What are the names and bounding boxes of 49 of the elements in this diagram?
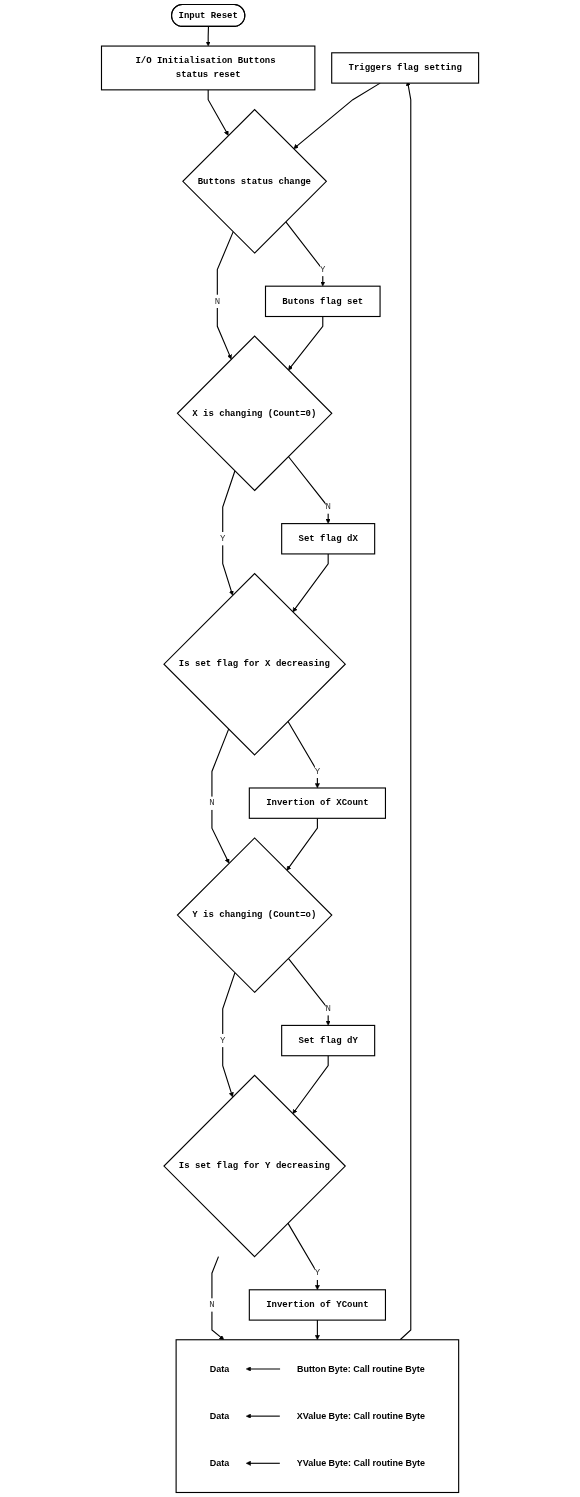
arrow bbox=[207, 89, 229, 136]
arrow bbox=[211, 1256, 225, 1340]
node-box: I/O Initialisation Buttons status reset bbox=[100, 45, 316, 91]
edge-label: Y bbox=[219, 533, 226, 544]
arrow bbox=[314, 1319, 320, 1340]
arrow bbox=[287, 455, 331, 524]
edge-label: N bbox=[325, 1003, 331, 1014]
arrow bbox=[288, 315, 324, 371]
edge-label: N bbox=[325, 501, 331, 513]
edge-label: N bbox=[209, 798, 215, 809]
node-text: Button Byte: Call routine Byte bbox=[296, 1363, 425, 1374]
node-box: Butons flag set bbox=[264, 285, 381, 318]
arrow bbox=[245, 1366, 281, 1372]
node-text: YValue Byte: Call routine Byte bbox=[296, 1458, 425, 1468]
edge-label: Y bbox=[219, 1035, 226, 1046]
arrow bbox=[287, 720, 320, 789]
node-diamond: Is set flag for Y decreasing bbox=[163, 1074, 346, 1258]
arrow bbox=[222, 470, 236, 596]
arrow bbox=[216, 231, 234, 360]
arrow bbox=[287, 957, 331, 1026]
node-diamond: X is changing (Count=0) bbox=[176, 335, 333, 492]
arrow bbox=[292, 553, 329, 613]
arrow bbox=[286, 817, 318, 871]
cluster bbox=[175, 1339, 460, 1494]
edge-label: Y bbox=[314, 766, 321, 777]
node-diamond: Buttons status change bbox=[182, 108, 328, 254]
arrow bbox=[292, 1055, 329, 1114]
node-diamond: Y is changing (Count=o) bbox=[176, 837, 333, 994]
edge-label: N bbox=[214, 296, 220, 307]
arrow bbox=[205, 26, 211, 47]
node-box: Set flag dY bbox=[281, 1024, 376, 1057]
edge-label: Y bbox=[314, 1268, 321, 1279]
node-box: Invertion of XCount bbox=[248, 787, 386, 819]
node-box: Set flag dX bbox=[281, 523, 376, 555]
arrow bbox=[293, 82, 381, 149]
node-text: Data bbox=[209, 1458, 230, 1468]
edge-label: N bbox=[209, 1299, 215, 1310]
arrow bbox=[245, 1413, 281, 1419]
arrow bbox=[285, 221, 326, 287]
arrow bbox=[222, 972, 236, 1098]
node-text: XValue Byte: Call routine Byte bbox=[296, 1411, 425, 1421]
node-text: Data bbox=[209, 1363, 230, 1374]
arrow bbox=[287, 1222, 320, 1290]
node-box: Triggers flag setting bbox=[331, 52, 480, 84]
edge-label: Y bbox=[320, 264, 326, 275]
node-box: Invertion of YCount bbox=[248, 1289, 386, 1321]
arrow bbox=[245, 1460, 281, 1466]
node-text: Data bbox=[209, 1411, 230, 1421]
node-diamond: Is set flag for X decreasing bbox=[163, 572, 346, 756]
